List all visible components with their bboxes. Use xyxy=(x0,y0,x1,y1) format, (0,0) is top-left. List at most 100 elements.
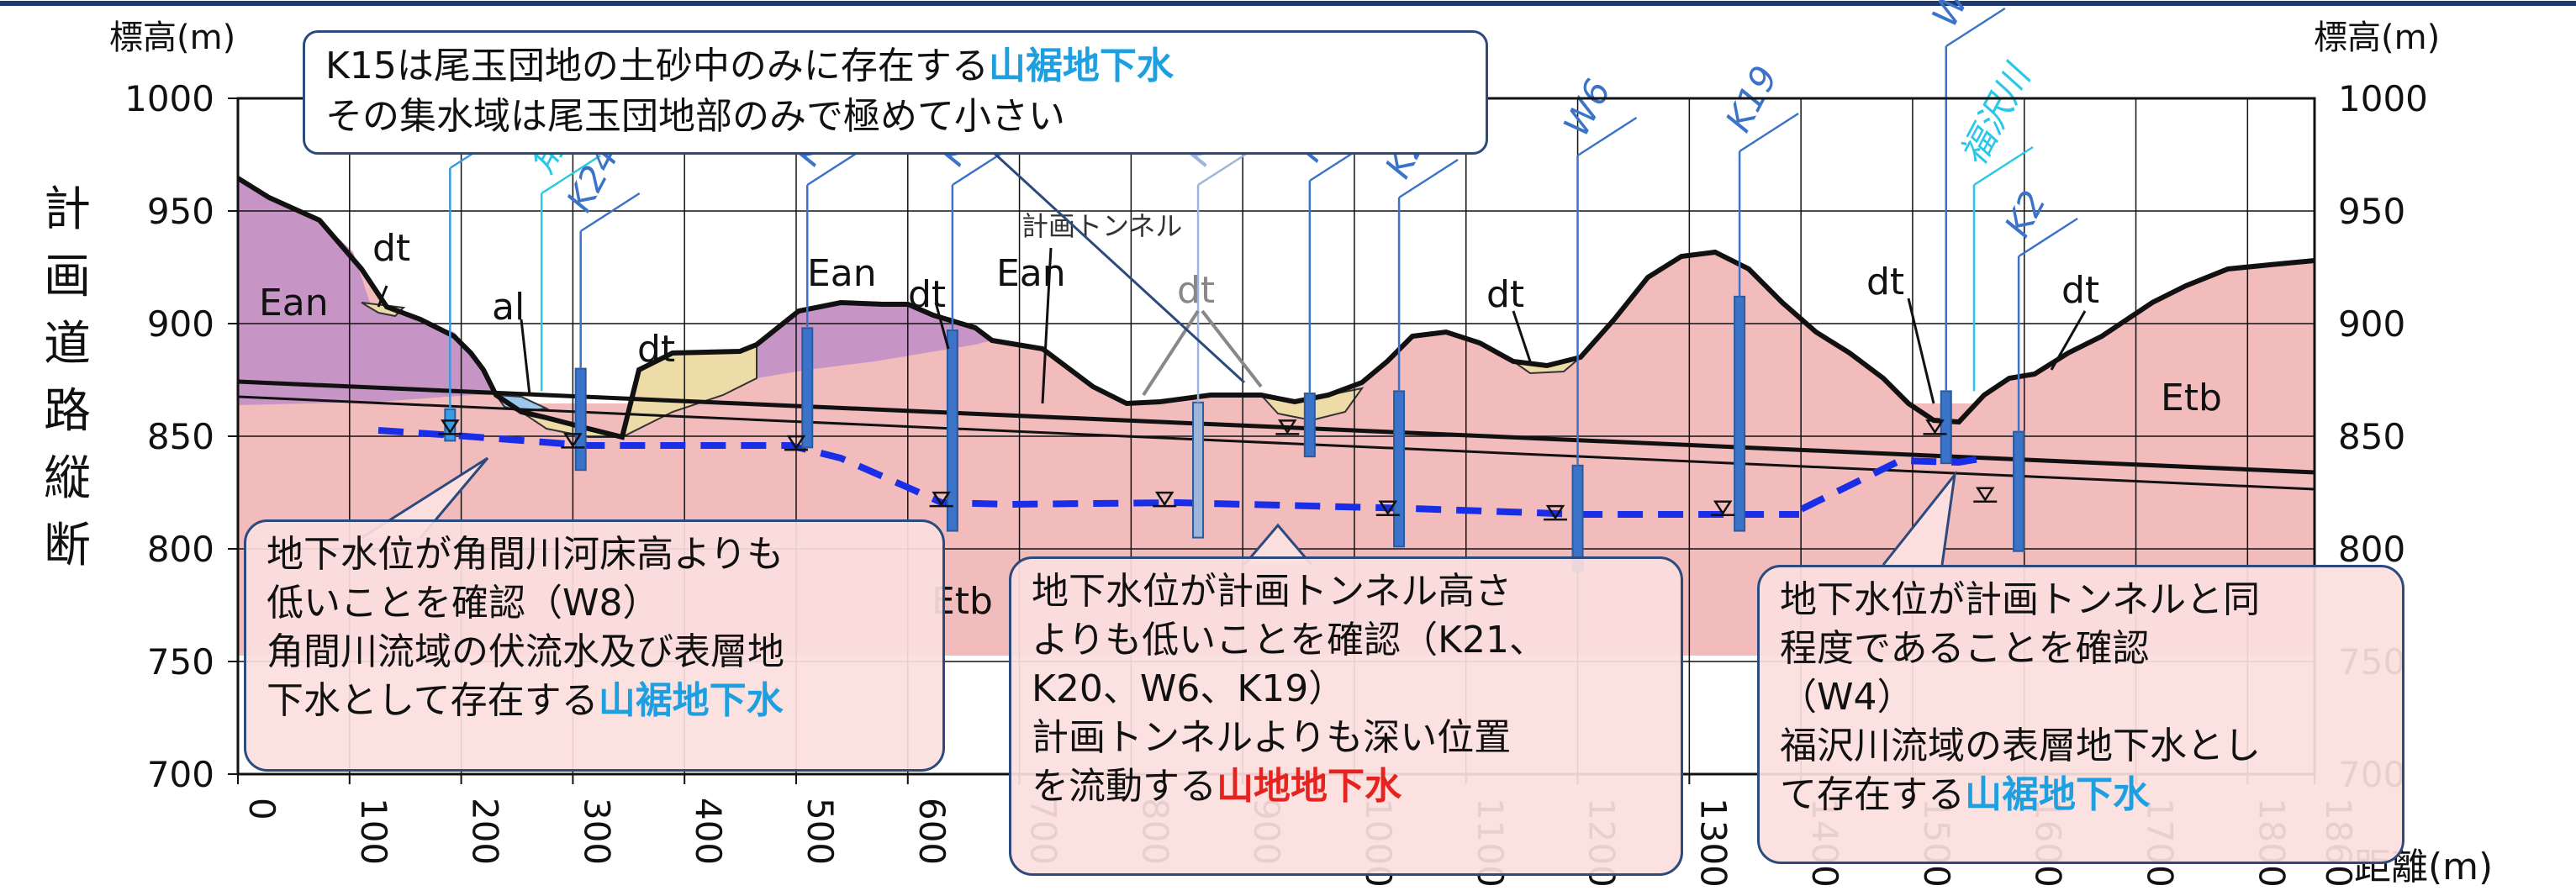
left-axis-unit: 標高(m) xyxy=(109,18,236,57)
x-tick-label: 600 xyxy=(911,798,953,865)
callout-k15: K15は尾玉団地の土砂中のみに存在する山裾地下水 その集水域は尾玉団地部のみで極… xyxy=(303,30,1488,155)
vertical-title-char: 断 xyxy=(44,519,91,573)
groundwater-line xyxy=(377,427,1985,518)
geology-label-dt-3: dt xyxy=(908,273,947,316)
callout-w8-line2: 低いことを確認（W8） xyxy=(267,582,660,625)
water-level-triangle xyxy=(786,435,806,451)
vertical-title-char: 道 xyxy=(44,317,91,372)
leader-lines xyxy=(377,247,2087,404)
y-tick-label-left: 950 xyxy=(147,191,214,232)
callout-k21-highlight: 山地地下水 xyxy=(1217,765,1401,808)
callout-k15-line2: その集水域は尾玉団地部のみで極めて小さい xyxy=(325,95,1065,138)
callout-k15-line1: K15は尾玉団地の土砂中のみに存在する xyxy=(325,45,989,87)
callout-w4-line2: 程度であることを確認 xyxy=(1780,627,2150,670)
borehole-K24 xyxy=(574,367,587,472)
geology-label-ean-mid: Ean xyxy=(807,252,877,295)
dt-arrows xyxy=(1142,309,1263,397)
x-tick-label: 0 xyxy=(241,798,282,820)
y-tick-label-right: 850 xyxy=(2338,416,2405,457)
borehole-K15 xyxy=(1303,393,1316,458)
callout-k21-line4: 計画トンネルよりも深い位置 xyxy=(1032,716,1512,759)
right-axis-unit: 標高(m) xyxy=(2314,18,2441,57)
borehole-leader-tick xyxy=(1973,145,2034,187)
borehole-K21 xyxy=(1192,401,1205,539)
water-level-triangle xyxy=(1378,500,1398,516)
callout-w8-line4: 下水として存在する xyxy=(267,679,599,722)
callout-w4-line1: 地下水位が計画トンネルと同 xyxy=(1780,578,2261,621)
callout-w8-line1: 地下水位が角間川河床高よりも xyxy=(267,533,784,576)
callout-k15-highlight: 山裾地下水 xyxy=(988,45,1174,87)
geology-label-dt-7: dt xyxy=(2061,269,2100,312)
water-level-triangle xyxy=(563,433,583,448)
y-tick-label-left: 1000 xyxy=(124,78,214,119)
ean-layer-mid xyxy=(757,303,992,378)
water-level-triangle xyxy=(1154,491,1175,507)
callout-k21-line5: を流動する xyxy=(1032,765,1217,808)
geology-label-dt-2: dt xyxy=(637,328,676,371)
borehole-K2 xyxy=(2013,430,2025,552)
geology-label-ean-right: Ean xyxy=(996,252,1066,295)
x-tick-label: 200 xyxy=(465,798,506,865)
borehole-W6 xyxy=(1571,464,1584,572)
tunnel-label: 計画トンネル xyxy=(1021,210,1182,242)
callout-w4-line3: （W4） xyxy=(1780,676,1914,719)
callout-pointers xyxy=(361,150,1957,566)
borehole-K22 xyxy=(946,329,958,532)
water-level-triangle xyxy=(932,491,951,507)
water-level-triangle xyxy=(1975,487,1995,503)
borehole-W4 xyxy=(1940,390,1952,465)
x-tick-label: 400 xyxy=(688,798,729,865)
borehole-leader-tick xyxy=(2018,217,2078,258)
water-level-triangle xyxy=(1713,500,1733,516)
borehole-leader-tick xyxy=(541,154,601,195)
water-level-triangle xyxy=(1925,419,1945,435)
geology-label-dt-1: dt xyxy=(372,227,411,270)
water-level-triangle xyxy=(1277,419,1297,435)
borehole-leader-tick xyxy=(1945,7,2006,48)
y-tick-label-right: 900 xyxy=(2338,303,2405,345)
borehole-leader-tick xyxy=(1398,158,1459,199)
borehole-leader-tick xyxy=(1576,116,1638,157)
water-level-triangle xyxy=(441,419,460,435)
callout-w4-line4: 福沢川流域の表層地下水とし xyxy=(1780,725,2261,767)
water-level-markers xyxy=(438,419,1998,521)
vertical-title-char: 画 xyxy=(44,250,91,304)
x-tick-label: 500 xyxy=(800,798,841,865)
geology-label-etb-1: Etb xyxy=(2161,377,2222,419)
callout-k21-line2: よりも低いことを確認（K21、 xyxy=(1032,619,1546,661)
callout-w4-highlight: 山裾地下水 xyxy=(1965,773,2150,816)
borehole-leader-tick xyxy=(580,192,641,233)
geology-label-dt-5: dt xyxy=(1486,273,1525,316)
borehole-K19 xyxy=(1734,295,1746,532)
geology-label-dt-4: dt xyxy=(1177,269,1216,312)
y-tick-label-right: 950 xyxy=(2338,191,2405,232)
borehole-K23 xyxy=(801,327,814,449)
y-tick-label-left: 850 xyxy=(147,416,214,457)
geology-label-ean-left: Ean xyxy=(259,282,329,324)
vertical-title-char: 縦 xyxy=(44,451,91,506)
vertical-title-char: 路 xyxy=(44,384,91,439)
callout-w8: 地下水位が角間川河床高よりも 低いことを確認（W8） 角間川流域の伏流水及び表層… xyxy=(244,519,945,772)
callout-w8-line3: 角間川流域の伏流水及び表層地 xyxy=(267,630,784,673)
callout-k21-line3: K20、W6、K19） xyxy=(1032,667,1346,710)
x-tick-label: 1300 xyxy=(1692,798,1734,888)
y-tick-label-left: 700 xyxy=(147,754,214,795)
y-tick-label-right: 800 xyxy=(2338,529,2405,570)
y-tick-label-right: 1000 xyxy=(2338,78,2428,119)
vertical-title-char: 計 xyxy=(44,182,91,237)
callout-k21-line1: 地下水位が計画トンネル高さ xyxy=(1032,570,1512,613)
vertical-title: 計画道路縦断 xyxy=(38,177,97,580)
y-tick-label-left: 750 xyxy=(147,641,214,683)
geology-label-al: al xyxy=(492,286,525,329)
x-tick-label: 300 xyxy=(576,798,617,865)
y-tick-label-left: 900 xyxy=(147,303,214,345)
callout-w8-highlight: 山裾地下水 xyxy=(598,679,784,722)
x-tick-label: 100 xyxy=(353,798,394,865)
callout-w4-line5: て存在する xyxy=(1780,773,1965,816)
callout-w4: 地下水位が計画トンネルと同 程度であることを確認 （W4） 福沢川流域の表層地下… xyxy=(1757,565,2404,864)
ean-layer-left xyxy=(238,178,496,405)
callout-k21: 地下水位が計画トンネル高さ よりも低いことを確認（K21、 K20、W6、K19… xyxy=(1009,556,1683,876)
borehole-K20 xyxy=(1393,390,1406,548)
borehole-leader-tick xyxy=(1739,112,1799,153)
